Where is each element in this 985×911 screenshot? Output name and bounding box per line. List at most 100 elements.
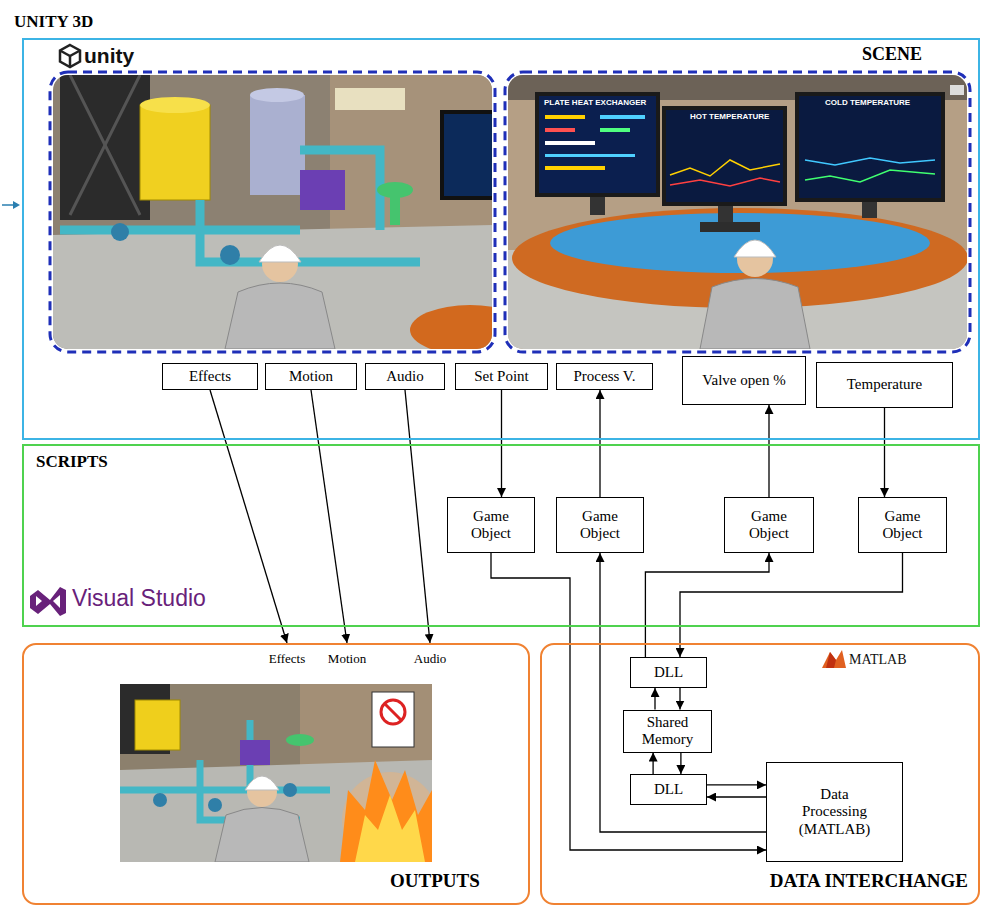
control-room-screenshot xyxy=(805,158,935,165)
control-room-screenshot xyxy=(662,106,787,206)
control-room-screenshot xyxy=(535,92,660,197)
screen-title: COLD TEMPERATURE xyxy=(825,99,910,108)
plant-screenshot xyxy=(300,170,345,210)
scene-frame xyxy=(50,72,970,352)
control-room-screenshot xyxy=(670,160,780,176)
matlab-logo-icon xyxy=(822,650,846,668)
fire-output-screenshot xyxy=(340,760,432,862)
control-room-screenshot xyxy=(862,202,877,218)
output-signal-box: Effects xyxy=(162,363,258,390)
control-room-screenshot xyxy=(795,92,945,202)
plant-screenshot xyxy=(335,88,405,110)
output-label: Motion xyxy=(328,652,366,667)
control-room-screenshot xyxy=(805,170,935,182)
signal-connector xyxy=(707,784,766,785)
signal-connector xyxy=(679,688,680,710)
plant-screenshot xyxy=(250,95,305,195)
control-room-screenshot xyxy=(700,279,810,350)
control-room-screenshot xyxy=(545,128,575,132)
signal-connector xyxy=(707,796,766,797)
control-room-screenshot xyxy=(545,166,605,170)
plant-screenshot xyxy=(220,245,240,265)
box-label: Process V. xyxy=(574,368,636,385)
control-room-screenshot xyxy=(508,75,967,349)
control-room-screenshot xyxy=(700,222,760,232)
box-label: Temperature xyxy=(847,376,923,393)
signal-connector xyxy=(680,753,681,775)
data-interchange-panel: DATA INTERCHANGEDLLShared MemoryDLLData … xyxy=(540,643,980,905)
plant-screenshot xyxy=(440,110,492,200)
visual-studio-logo-icon xyxy=(36,596,42,606)
logo-text: Visual Studio xyxy=(72,586,206,611)
plant-screenshot xyxy=(60,75,150,220)
panel-title: UNITY 3D xyxy=(14,12,93,32)
output-signal-box: Audio xyxy=(365,363,445,390)
scene-frame xyxy=(50,72,495,352)
panel-title: DATA INTERCHANGE xyxy=(770,870,968,892)
fire-output-screenshot xyxy=(372,692,414,747)
process-variable-box: Process V. xyxy=(556,363,653,390)
plant-screenshot xyxy=(140,105,210,200)
screen-title: HOT TEMPERATURE xyxy=(690,113,769,122)
fire-output-screenshot xyxy=(120,684,432,862)
plant-screenshot xyxy=(410,305,492,349)
control-room-screenshot xyxy=(539,96,656,193)
control-room-screenshot xyxy=(799,96,941,198)
control-room-screenshot xyxy=(600,115,645,119)
unity-logo-icon xyxy=(70,51,80,57)
box-label: Data Processing (MATLAB) xyxy=(791,786,879,838)
screen-title: PLATE HEAT EXCHANGER xyxy=(544,99,646,108)
setpoint-box: Set Point xyxy=(455,363,548,390)
signal-connector xyxy=(491,553,766,850)
box-label: Game Object xyxy=(865,508,941,543)
dll-box: DLL xyxy=(630,657,707,688)
signal-connector xyxy=(680,553,903,657)
fire-output-screenshot xyxy=(215,808,309,863)
plant-screenshot xyxy=(53,75,492,349)
signal-connector xyxy=(654,688,655,710)
visual-studio-logo-icon xyxy=(53,595,60,608)
box-label: Motion xyxy=(289,368,333,385)
signal-connector xyxy=(311,390,347,643)
box-label: Game Object xyxy=(453,508,529,543)
fire-output-screenshot xyxy=(135,700,180,750)
game-object-box: Game Object xyxy=(858,497,947,553)
fire-output-screenshot xyxy=(120,720,330,820)
box-label: Shared Memory xyxy=(629,714,706,749)
fire-output-screenshot xyxy=(385,704,401,720)
control-room-screenshot xyxy=(734,240,776,257)
plant-screenshot xyxy=(60,150,420,262)
signal-connector xyxy=(884,408,885,497)
panel-title: SCRIPTS xyxy=(36,452,108,472)
visual-studio-logo-icon xyxy=(30,587,66,616)
fire-output-screenshot xyxy=(153,793,167,807)
box-label: Set Point xyxy=(474,368,529,385)
output-signal-box: Motion xyxy=(265,363,357,390)
dll-box: DLL xyxy=(630,774,707,805)
signal-connector xyxy=(600,553,766,832)
box-label: Game Object xyxy=(562,508,638,543)
game-object-box: Game Object xyxy=(556,497,644,553)
control-room-screenshot xyxy=(950,85,964,95)
plant-screenshot xyxy=(250,88,304,102)
box-label: DLL xyxy=(654,781,683,798)
plant-screenshot xyxy=(111,223,129,241)
plant-screenshot xyxy=(390,195,400,225)
box-label: Valve open % xyxy=(702,372,785,389)
valve-box: Valve open % xyxy=(682,356,806,405)
control-room-screenshot xyxy=(666,110,783,202)
scene-frame xyxy=(505,72,970,352)
visual-studio-logo-icon xyxy=(30,587,66,616)
fire-output-screenshot xyxy=(245,776,279,790)
plant-screenshot xyxy=(140,97,210,113)
control-room-screenshot xyxy=(718,206,733,222)
entry-arrow xyxy=(2,204,14,206)
signal-connector xyxy=(768,405,769,497)
plant-screenshot xyxy=(259,245,301,262)
logo-text: MATLAB xyxy=(849,652,907,667)
box-label: Game Object xyxy=(731,508,807,543)
fire-output-screenshot xyxy=(381,700,405,724)
fire-output-screenshot xyxy=(355,795,425,862)
unity-logo-icon xyxy=(60,51,70,57)
